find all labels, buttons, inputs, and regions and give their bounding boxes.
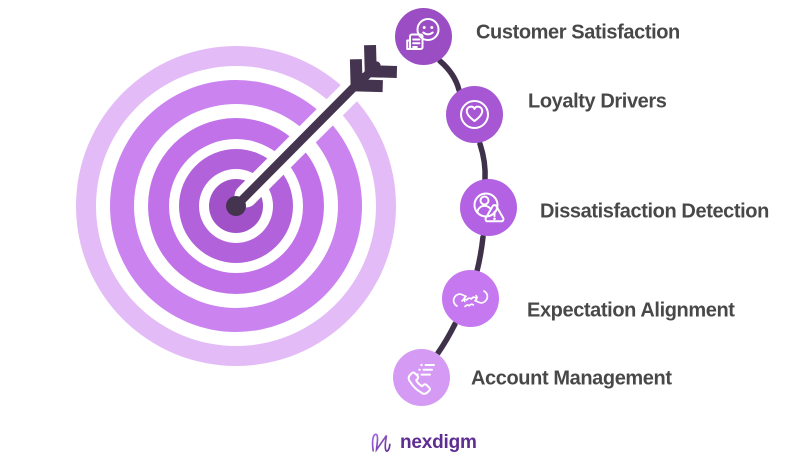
arrow-tip-dot bbox=[226, 196, 246, 216]
heart-in-circle-icon bbox=[460, 100, 489, 129]
step-circle-dissatisfaction-detection bbox=[460, 179, 517, 236]
connector-line-3 bbox=[474, 234, 486, 274]
arrow-fletching-icon bbox=[349, 44, 398, 93]
nexdigm-logo-text: nexdigm bbox=[400, 431, 477, 453]
connector-line-2 bbox=[477, 141, 488, 183]
step-circle-customer-satisfaction bbox=[395, 8, 452, 65]
step-label-loyalty-drivers: Loyalty Drivers bbox=[528, 90, 667, 113]
step-label-account-management: Account Management bbox=[471, 367, 672, 390]
phone-contact-list-icon bbox=[407, 363, 435, 395]
step-circle-loyalty-drivers bbox=[446, 86, 503, 143]
connector-line-4 bbox=[435, 321, 458, 356]
handshake-icon bbox=[452, 290, 489, 308]
arrow-shaft bbox=[231, 72, 369, 211]
step-label-dissatisfaction-detection: Dissatisfaction Detection bbox=[540, 200, 769, 223]
satisfaction-smiley-survey-icon bbox=[406, 18, 440, 50]
step-circle-account-management bbox=[393, 349, 450, 406]
step-circle-expectation-alignment bbox=[442, 270, 499, 327]
nexdigm-logo: nexdigm bbox=[369, 430, 477, 455]
step-label-expectation-alignment: Expectation Alignment bbox=[527, 299, 735, 322]
step-label-customer-satisfaction: Customer Satisfaction bbox=[476, 21, 680, 44]
nexdigm-logo-mark-icon bbox=[371, 433, 391, 453]
connector-line-1 bbox=[437, 58, 462, 93]
user-alert-icon bbox=[473, 192, 505, 223]
